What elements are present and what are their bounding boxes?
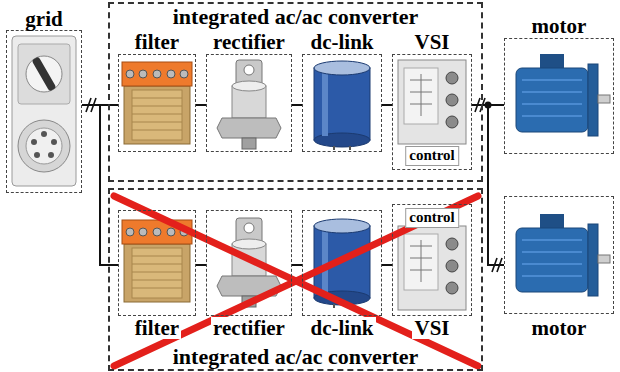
inverter-block: controlVSI <box>392 204 472 340</box>
rectifier-block: rectifier <box>206 30 292 152</box>
filter-block: filter <box>118 30 196 152</box>
part-label: filter <box>133 31 181 53</box>
image-frame <box>206 210 292 316</box>
label-holder: rectifier <box>206 30 292 54</box>
part-label: dc-link <box>308 31 375 53</box>
part-label: dc-link <box>308 317 375 339</box>
capacitor-picture <box>314 61 370 150</box>
cross-out-mark <box>114 196 478 366</box>
label-holder: filter <box>118 30 196 54</box>
title-holder: integrated ac/ac converter <box>110 345 481 368</box>
inverter-block: VSI control <box>392 30 472 170</box>
dc-link-block: dc-link <box>302 30 382 152</box>
converter-box: integrated ac/ac converterfilter rectifie… <box>108 2 483 182</box>
filter-picture <box>122 220 192 302</box>
image-frame <box>118 54 196 152</box>
wire <box>382 104 392 106</box>
label-holder: filter <box>118 316 196 340</box>
wire <box>196 104 206 106</box>
wire <box>292 104 302 106</box>
label-holder: VSI <box>392 30 472 54</box>
label-holder: dc-link <box>302 30 382 54</box>
part-label: rectifier <box>211 31 287 53</box>
wire <box>82 105 118 265</box>
image-frame <box>6 30 82 193</box>
grid-socket-picture <box>12 36 76 186</box>
wire <box>292 264 302 266</box>
part-label: VSI <box>412 31 451 53</box>
filter-picture <box>122 62 192 144</box>
motor-picture <box>516 54 610 136</box>
inverter-picture <box>398 60 466 144</box>
image-frame <box>118 210 196 316</box>
image-frame <box>504 196 614 314</box>
label-holder: grid <box>6 8 82 30</box>
thyristor-picture <box>217 60 281 149</box>
grid-block: grid <box>6 8 82 193</box>
image-frame: control <box>392 54 472 170</box>
control-label: control <box>405 146 459 166</box>
image-frame <box>302 54 382 152</box>
wire <box>472 105 504 265</box>
motor-block: motor <box>504 196 614 342</box>
filter-block: filter <box>118 210 196 340</box>
motor-picture <box>516 214 610 296</box>
rectifier-block: rectifier <box>206 210 292 340</box>
control-label: control <box>405 208 459 228</box>
inverter-picture <box>398 226 466 310</box>
wire <box>382 264 392 266</box>
image-frame: control <box>392 204 472 316</box>
converter-title: integrated ac/ac converter <box>171 344 421 369</box>
converter-title: integrated ac/ac converter <box>171 4 421 29</box>
label-holder: motor <box>504 14 614 38</box>
part-label: motor <box>530 317 589 339</box>
image-frame <box>206 54 292 152</box>
image-frame <box>504 38 614 154</box>
motor-block: motor <box>504 14 614 154</box>
image-frame <box>302 210 382 316</box>
part-label: rectifier <box>211 317 287 339</box>
converter-box: integrated ac/ac converter filter rectifie… <box>108 188 483 371</box>
part-label: VSI <box>412 317 451 339</box>
label-holder: rectifier <box>206 316 292 340</box>
wire <box>196 264 206 266</box>
label-holder: dc-link <box>302 316 382 340</box>
label-holder: VSI <box>392 316 472 340</box>
title-holder: integrated ac/ac converter <box>110 5 481 28</box>
part-label: grid <box>23 8 64 30</box>
part-label: motor <box>530 15 589 37</box>
part-label: filter <box>133 317 181 339</box>
dc-link-block: dc-link <box>302 210 382 340</box>
label-holder: motor <box>504 314 614 342</box>
